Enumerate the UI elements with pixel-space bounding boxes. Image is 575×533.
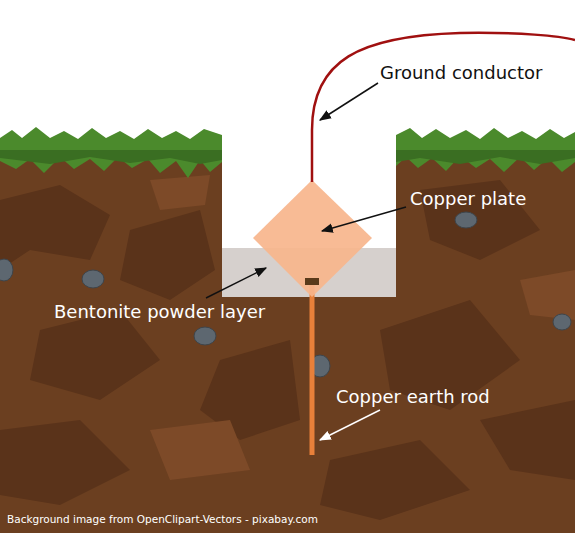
- leader-line: [320, 410, 380, 440]
- soil-texture: [0, 180, 575, 520]
- copper-plate: [253, 180, 372, 297]
- leader-line: [322, 207, 406, 231]
- grass-shade: [0, 150, 222, 164]
- part-label: Ground conductor: [380, 63, 570, 84]
- earth-rod: [310, 282, 315, 455]
- trench: [222, 120, 396, 297]
- image-credit: Background image from OpenClipart-Vector…: [7, 513, 407, 525]
- leader-line: [206, 268, 266, 298]
- part-label: Copper earth rod: [336, 387, 536, 408]
- part-label: Copper plate: [410, 189, 570, 210]
- part-label: Bentonite powder layer: [54, 302, 294, 323]
- ground-conductor: [312, 33, 575, 182]
- grass-shade: [396, 150, 575, 164]
- grass: [0, 127, 222, 178]
- rod-clamp: [305, 278, 319, 285]
- grass: [396, 128, 575, 172]
- leader-line: [320, 83, 378, 120]
